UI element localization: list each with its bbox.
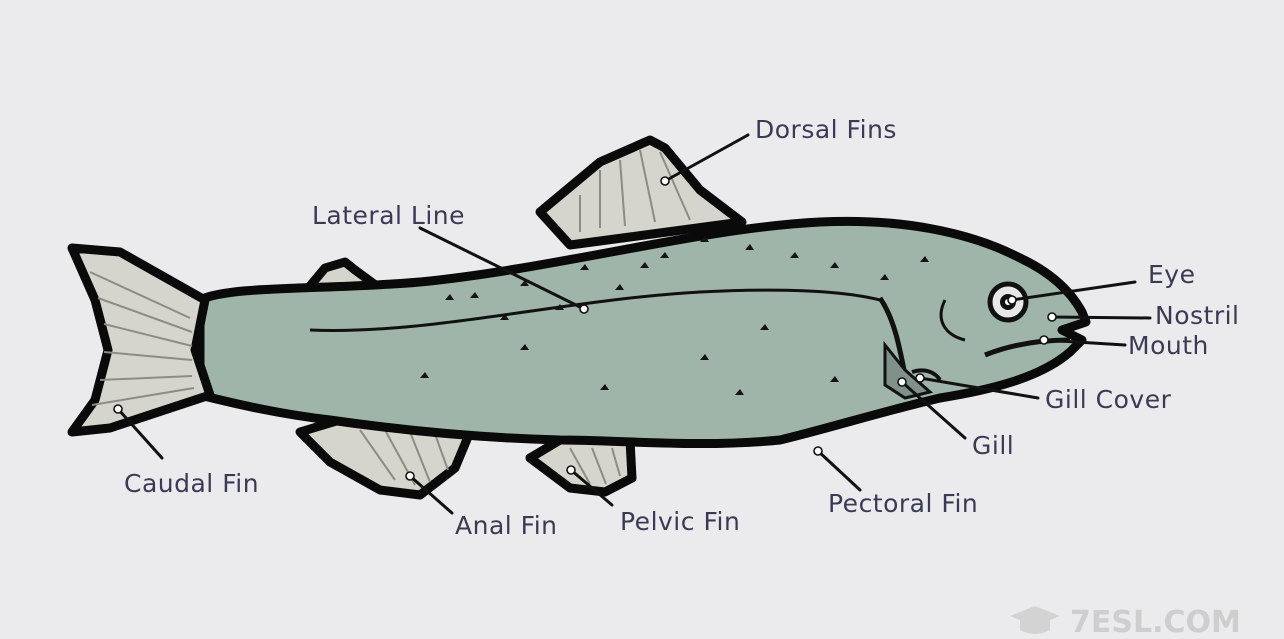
label-pectoral-fin: Pectoral Fin (828, 489, 978, 518)
label-nostril: Nostril (1155, 301, 1240, 330)
label-gill: Gill (972, 431, 1014, 460)
label-gill-cover: Gill Cover (1045, 385, 1172, 414)
label-dorsal-fins: Dorsal Fins (755, 115, 897, 144)
label-pelvic-fin: Pelvic Fin (620, 507, 740, 536)
label-eye: Eye (1148, 260, 1195, 289)
label-anal-fin: Anal Fin (455, 511, 558, 540)
watermark-text: 7ESL.COM (1070, 605, 1241, 639)
label-caudal-fin: Caudal Fin (124, 469, 259, 498)
label-lateral-line: Lateral Line (312, 201, 465, 230)
label-mouth: Mouth (1128, 331, 1209, 360)
